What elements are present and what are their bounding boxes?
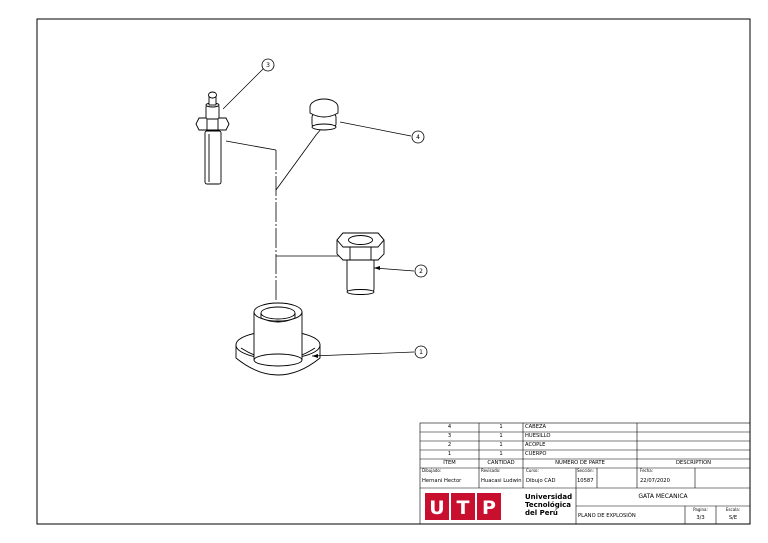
quantity-cell: 1 xyxy=(499,433,503,439)
item-cell: 4 xyxy=(447,424,452,430)
sheet-border xyxy=(36,18,751,525)
item-cell: 3 xyxy=(447,433,452,439)
university-line-2: Tecnológica xyxy=(525,501,572,509)
balloon-3: 3 xyxy=(266,62,270,69)
page-label: Pagina: xyxy=(693,507,708,512)
page-value: 3/3 xyxy=(696,515,705,521)
reviewed-by-label: Revisado: xyxy=(481,468,501,473)
title-block-grid xyxy=(419,422,751,525)
drawn-by-label: Dibujado: xyxy=(422,468,442,473)
logo-letter-t: T xyxy=(457,497,470,519)
part-huesillo xyxy=(195,91,230,185)
quantity-cell: 1 xyxy=(499,442,503,448)
explosion-lines xyxy=(225,127,340,300)
balloon-2: 2 xyxy=(419,268,423,275)
part-cabeza xyxy=(309,98,339,131)
logo-letter-p: P xyxy=(482,497,496,519)
leader-arrows xyxy=(312,266,380,358)
logo-letter-u: U xyxy=(429,497,444,519)
section-label: Sección: xyxy=(577,468,594,473)
scale-value: S/E xyxy=(728,515,738,521)
header-item: ÍTEM xyxy=(443,460,456,466)
university-line-1: Universidad xyxy=(525,493,573,501)
part-number-cell: HUESILLO xyxy=(525,433,551,439)
header-quantity: CANTIDAD xyxy=(487,460,515,466)
part-number-cell: ACOPLE xyxy=(525,442,546,448)
quantity-cell: 1 xyxy=(499,424,503,430)
utp-logo xyxy=(425,493,501,520)
header-description: DESCRIPTION xyxy=(675,460,712,466)
header-part-number: NUMERO DE PARTE xyxy=(555,460,605,466)
item-cell: 1 xyxy=(447,451,452,457)
part-number-cell: CABEZA xyxy=(525,424,547,430)
drawing-title: PLANO DE EXPLOSIÓN xyxy=(578,513,636,519)
drawn-by-value: Hernani Hector xyxy=(422,478,462,484)
course-value: Dibujo CAD xyxy=(526,478,556,484)
reviewed-by-value: Huacasi Ludwin xyxy=(481,478,522,484)
quantity-cell: 1 xyxy=(499,451,503,457)
part-acople xyxy=(336,232,385,295)
assembly-title: GATA MECÁNICA xyxy=(638,493,688,500)
balloon-1: 1 xyxy=(419,349,423,356)
date-label: Fecha: xyxy=(640,468,654,473)
date-value: 22/07/2020 xyxy=(640,478,670,484)
balloon-4: 4 xyxy=(416,134,420,141)
section-value: 10587 xyxy=(577,478,594,484)
university-line-3: del Perú xyxy=(525,509,558,517)
item-cell: 2 xyxy=(447,442,452,448)
part-number-cell: CUERPO xyxy=(525,451,547,457)
part-cuerpo xyxy=(235,302,321,376)
course-label: Curso: xyxy=(526,468,539,473)
scale-label: Escala: xyxy=(725,507,741,512)
leader-lines xyxy=(222,67,415,357)
balloon-circles xyxy=(261,58,428,359)
